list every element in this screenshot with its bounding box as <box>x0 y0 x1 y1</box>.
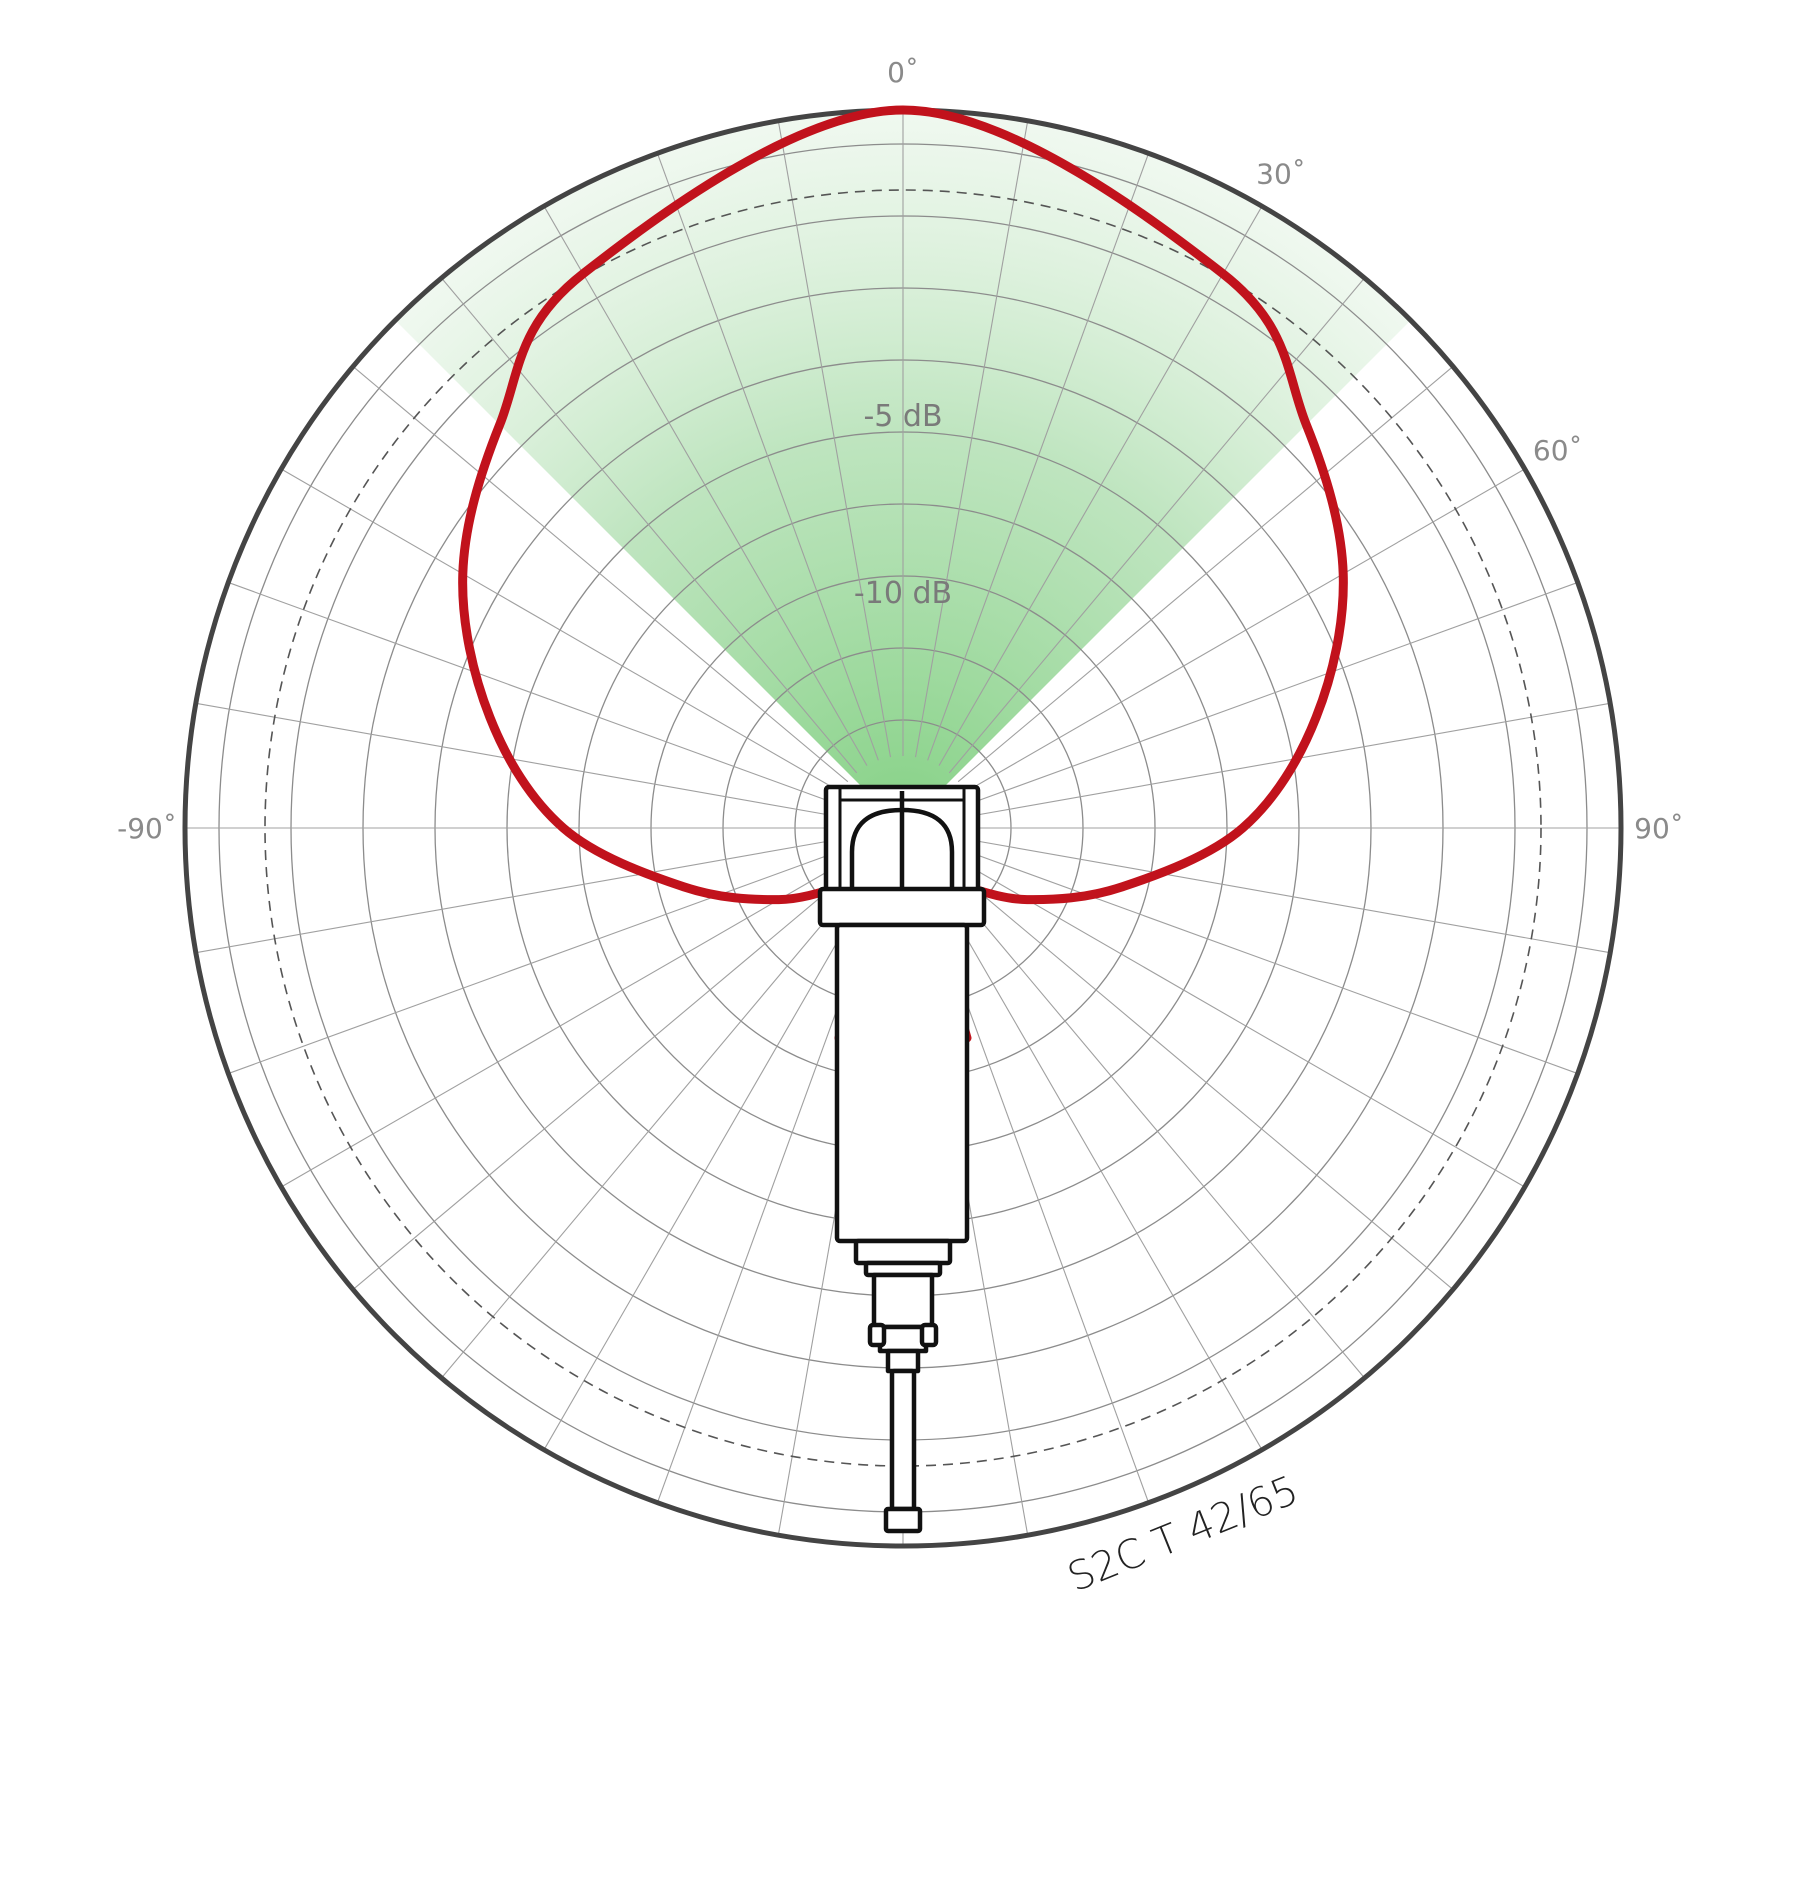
grid-spoke-70 <box>970 581 1578 804</box>
grid-spoke-290 <box>228 581 836 804</box>
grid-spoke-140 <box>948 882 1365 1379</box>
grid-spoke-220 <box>441 882 858 1379</box>
db-label-5: -5 dB <box>863 399 942 434</box>
grid-spoke-40 <box>948 277 1365 774</box>
db-label-10: -10 dB <box>854 576 952 611</box>
grid-spoke-120 <box>965 863 1526 1188</box>
grid-spoke-30 <box>938 205 1263 766</box>
grid-spoke-320 <box>441 277 858 774</box>
grid-spoke-130 <box>957 873 1454 1290</box>
grid-spoke-340 <box>656 153 879 761</box>
grid-spoke-10 <box>914 120 1029 758</box>
axis-labels: 0˚ 30˚ 60˚ 90˚ -90˚ -5 dB -10 dB <box>117 56 1684 845</box>
angle-label-60: 60˚ <box>1533 434 1583 467</box>
grid-spoke-350 <box>777 120 892 758</box>
polar-response-curve <box>458 105 1348 1043</box>
minus-6db-dashed-ring <box>264 189 1542 1467</box>
grid-spoke-110 <box>970 852 1578 1075</box>
grid-spoke-260 <box>195 839 833 954</box>
grid-spoke-210 <box>543 890 868 1451</box>
grid-spoke-250 <box>228 852 836 1075</box>
grid-spokes <box>185 110 1621 1546</box>
angle-label-neg90: -90˚ <box>117 812 177 845</box>
microphone-icon <box>817 784 987 1534</box>
grid-spoke-20 <box>927 153 1150 761</box>
grid-spoke-60 <box>965 468 1526 793</box>
grid-spoke-230 <box>352 873 849 1290</box>
grid-spoke-50 <box>957 366 1454 783</box>
grid-spoke-300 <box>280 468 841 793</box>
angle-label-30: 30˚ <box>1256 157 1306 190</box>
angle-label-0: 0˚ <box>887 56 919 89</box>
angle-label-90: 90˚ <box>1634 812 1684 845</box>
grid-spoke-240 <box>280 863 841 1188</box>
grid-spoke-100 <box>973 839 1611 954</box>
grid-spoke-330 <box>543 205 868 766</box>
grid-spoke-310 <box>352 366 849 783</box>
grid-spoke-150 <box>938 890 1263 1451</box>
